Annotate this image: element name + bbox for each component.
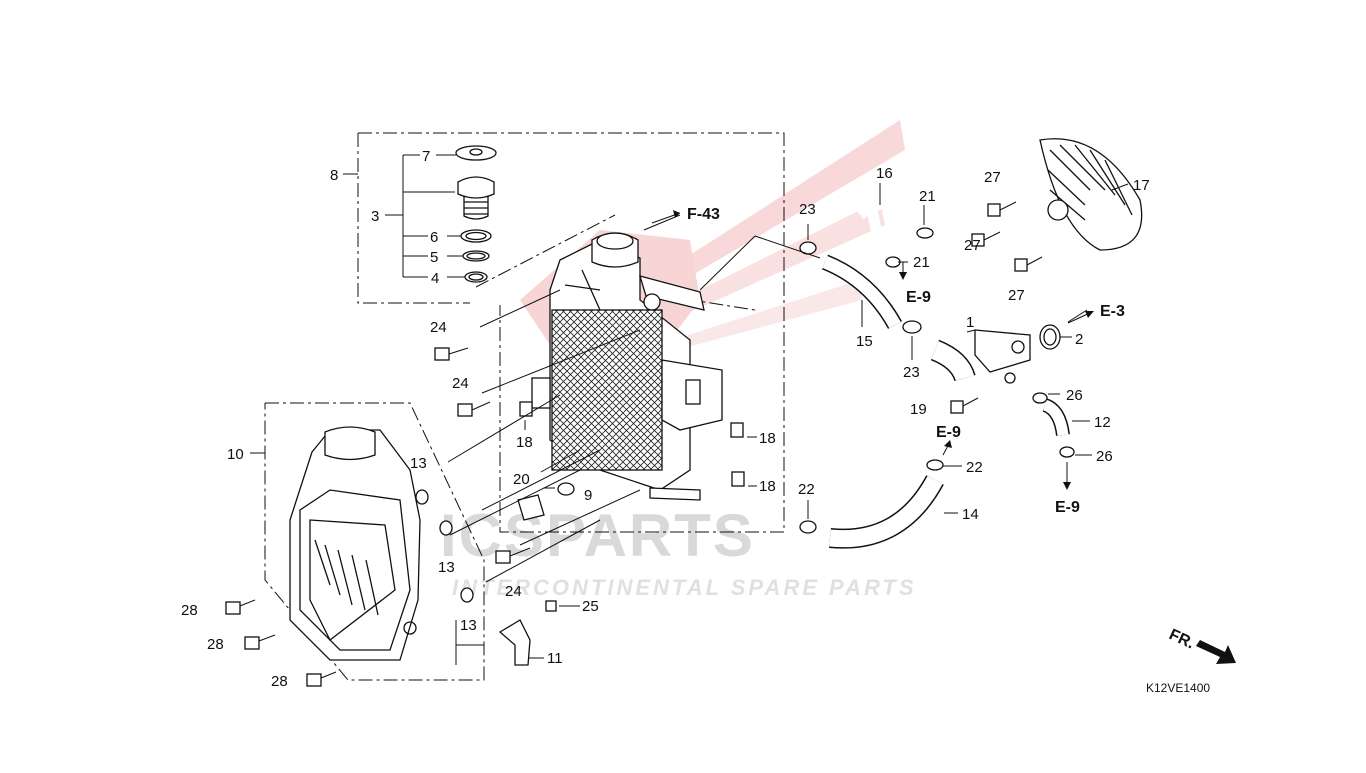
callout-18-b: 18: [759, 430, 776, 447]
radiator-body: [531, 232, 723, 501]
callout-numbers: 7 8 3 6 5 4 24 24 24 10 13 13 13 18 18 1…: [181, 148, 1150, 690]
callout-24-a: 24: [430, 319, 447, 336]
callout-23-b: 23: [903, 364, 920, 381]
callout-28-a: 28: [181, 602, 198, 619]
bolt-27-c: [1014, 256, 1043, 272]
bolt-24-b: [457, 401, 491, 417]
ref-e3: E-3: [1100, 303, 1125, 320]
callout-28-c: 28: [271, 673, 288, 690]
callout-14: 14: [962, 506, 979, 523]
bolt-28-a: [225, 599, 256, 615]
callout-20: 20: [513, 471, 530, 488]
shroud-assembly-boundary: [264, 402, 485, 681]
callout-3: 3: [371, 208, 379, 225]
callout-28-b: 28: [207, 636, 224, 653]
callout-5: 5: [430, 249, 438, 266]
callout-17: 17: [1133, 177, 1150, 194]
bolt-27-b: [971, 231, 1001, 247]
callout-26-b: 26: [1096, 448, 1113, 465]
callout-27-b: 27: [964, 237, 981, 254]
bolt-28-b: [244, 634, 276, 650]
callout-11: 11: [547, 650, 563, 667]
ref-e9-upper: E-9: [906, 289, 931, 306]
watermark-tagline: INTERCONTINENTAL SPARE PARTS: [452, 575, 917, 600]
callout-8: 8: [330, 167, 338, 184]
callout-4: 4: [431, 270, 439, 287]
clamp-21-lower: [885, 256, 901, 268]
watermark-brand: ICSPARTS: [440, 502, 755, 569]
clamp-26-lower: [1059, 446, 1075, 458]
hose-16: [856, 198, 915, 250]
callout-19: 19: [910, 401, 927, 418]
bolt-28-c: [306, 671, 337, 687]
callout-10: 10: [227, 446, 244, 463]
diagram-code: K12VE1400: [1146, 681, 1210, 695]
bracket-11: [498, 619, 531, 666]
callout-2: 2: [1075, 331, 1083, 348]
callout-25: 25: [582, 598, 599, 615]
radiator-assembly-boundary: [357, 132, 785, 533]
callout-23-a: 23: [799, 201, 816, 218]
callout-15: 15: [856, 333, 873, 350]
o-ring-2: [1039, 324, 1061, 350]
front-label: FR.: [1166, 626, 1197, 652]
callout-9: 9: [584, 487, 592, 504]
hose-14: [829, 475, 944, 549]
grommet-13: [415, 489, 474, 603]
radiator-shroud: [289, 426, 421, 661]
bolt-24-c: [495, 547, 531, 564]
hose-12: [1042, 398, 1070, 437]
ref-e9-middle: E-9: [936, 424, 961, 441]
screw-25: [545, 600, 557, 612]
callout-18-c: 18: [759, 478, 776, 495]
callout-7: 7: [422, 148, 430, 165]
cap-stack-bracket: [343, 154, 465, 278]
callout-18-a: 18: [516, 434, 533, 451]
callout-6: 6: [430, 229, 438, 246]
clamp-23-mid: [902, 320, 922, 334]
washer-9: [557, 482, 575, 496]
clamp-22-upper: [926, 459, 944, 471]
clamp-21-upper: [916, 227, 934, 239]
callout-1: 1: [966, 314, 974, 331]
callout-27-c: 27: [1008, 287, 1025, 304]
callout-13-b: 13: [438, 559, 455, 576]
pipe-1: [930, 329, 1031, 384]
callout-16: 16: [876, 165, 893, 182]
callout-13-c: 13: [460, 617, 477, 634]
callout-26-a: 26: [1066, 387, 1083, 404]
callout-21-a: 21: [919, 188, 936, 205]
callout-21-b: 21: [913, 254, 930, 271]
clamp-22-lower: [799, 520, 817, 534]
ref-e9-lower: E-9: [1055, 499, 1080, 516]
callout-24-c: 24: [505, 583, 522, 600]
clip-18: [519, 401, 745, 487]
cooling-fan: [1039, 138, 1143, 251]
hose-15: [821, 254, 902, 330]
callout-22-b: 22: [798, 481, 815, 498]
callout-22-a: 22: [966, 459, 983, 476]
front-direction-indicator: FR.: [1166, 626, 1236, 664]
callout-12: 12: [1094, 414, 1111, 431]
reference-arrows: [651, 210, 1094, 490]
bolt-19: [950, 397, 979, 414]
grommet-20: [517, 494, 545, 521]
radiator-cap-stack: [455, 145, 497, 283]
callout-13-a: 13: [410, 455, 427, 472]
bolt-24-a: [434, 347, 469, 361]
clamp-26-upper: [1032, 392, 1048, 404]
callout-27-a: 27: [984, 169, 1001, 186]
bolt-27-a: [987, 201, 1017, 217]
leader-lines: [250, 183, 1129, 665]
ref-f43: F-43: [687, 206, 720, 223]
callout-24-b: 24: [452, 375, 469, 392]
